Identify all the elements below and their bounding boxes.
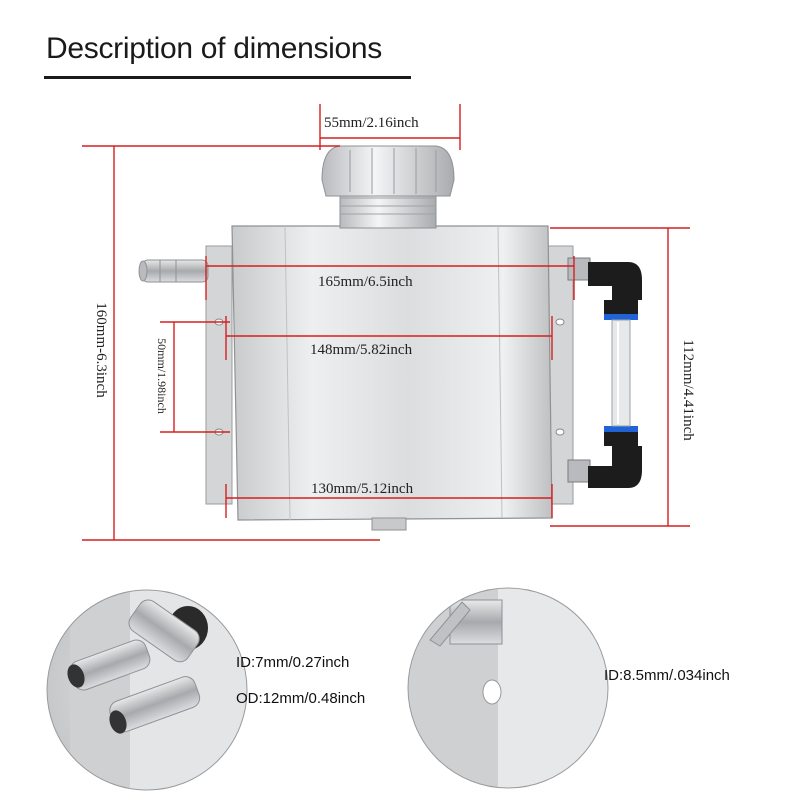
overall-width-label: 165mm/6.5inch (318, 274, 413, 290)
body-height-label: 112mm/4.41inch (680, 339, 696, 441)
detail-hose-barbs (46, 589, 248, 791)
page-title: Description of dimensions (46, 32, 382, 65)
title-underline (44, 76, 411, 79)
overall-height-label: 160mm-6.3inch (93, 302, 109, 398)
bottom-width-label: 130mm/5.12inch (311, 481, 414, 497)
hose-od-label: OD:12mm/0.48inch (236, 690, 366, 707)
port-id-label: ID:8.5mm/.034inch (604, 667, 730, 684)
hose-id-label: ID:7mm/0.27inch (236, 654, 350, 671)
detail-port (407, 587, 609, 789)
inlet-hose-barb (138, 259, 209, 283)
mount-spacing-label: 50mm/1.98inch (155, 338, 169, 414)
body-width-label: 148mm/5.82inch (310, 342, 413, 358)
mounting-bracket-left (205, 245, 233, 505)
filler-cap (321, 145, 455, 229)
dimension-lines (82, 104, 690, 541)
sight-glass (567, 257, 642, 488)
cap-width-label: 55mm/2.16inch (324, 115, 419, 131)
